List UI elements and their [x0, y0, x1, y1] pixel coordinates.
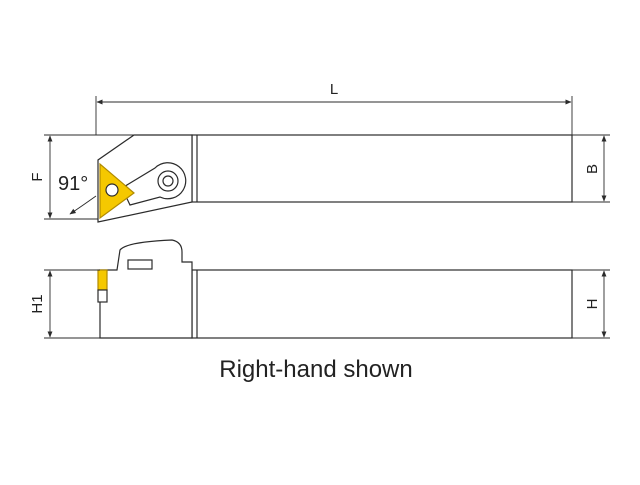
dim-B-label: B — [584, 164, 601, 174]
angle-arc — [69, 195, 97, 215]
side-head — [99, 239, 193, 339]
insert-seat — [97, 289, 108, 303]
side-view — [97, 239, 573, 339]
dimension-lines — [44, 96, 610, 339]
cutting-insert-side — [97, 269, 108, 291]
clamp-screw-inner — [162, 175, 174, 187]
angle-label: 91° — [58, 173, 88, 195]
side-clamp-slot — [127, 259, 153, 270]
top-shank — [191, 134, 573, 203]
side-shank — [191, 269, 573, 339]
dim-F-label: F — [29, 172, 46, 181]
top-view — [97, 134, 573, 223]
dim-H-label: H — [584, 299, 601, 310]
insert-hole — [105, 183, 119, 197]
dim-L-label: L — [330, 81, 338, 98]
caption: Right-hand shown — [219, 356, 412, 383]
dim-H1-label: H1 — [29, 294, 46, 313]
